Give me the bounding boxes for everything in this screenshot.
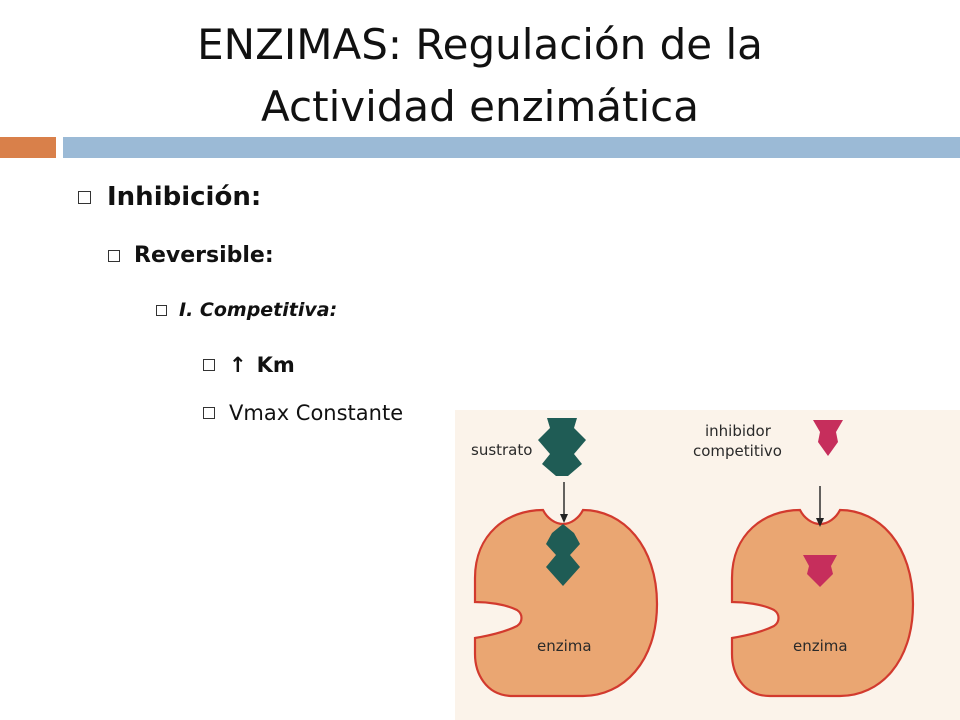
- accent-bar-blue: [63, 137, 960, 158]
- up-arrow-icon: ↑: [229, 353, 247, 377]
- bullet-text: Reversible:: [134, 243, 274, 268]
- title-line-2: Actividad enzimática: [261, 82, 699, 131]
- arrowhead-right: [816, 518, 824, 527]
- competitive-inhibition-figure: sustrato enzima inhibidor competitivo en…: [455, 410, 960, 720]
- label-enzima-right: enzima: [793, 637, 848, 655]
- bullet-text: Vmax Constante: [229, 401, 404, 425]
- label-inhibidor-line1: inhibidor: [705, 422, 772, 440]
- label-inhibidor-line2: competitivo: [693, 442, 782, 460]
- square-bullet-icon: [78, 190, 91, 204]
- square-bullet-icon: [156, 304, 167, 316]
- bullet-inhibicion: Inhibición:: [78, 182, 261, 212]
- bullet-competitiva: I. Competitiva:: [156, 299, 337, 321]
- label-sustrato: sustrato: [471, 441, 532, 459]
- bullet-vmax: Vmax Constante: [203, 401, 403, 425]
- bullet-text: Km: [256, 353, 295, 377]
- enzyme-diagram: sustrato enzima inhibidor competitivo en…: [455, 410, 960, 720]
- inhibitor-in-enzyme: [803, 555, 837, 587]
- arrowhead-left: [560, 514, 568, 523]
- inhibitor-shape-top: [813, 420, 843, 456]
- enzyme-shape-left: [473, 508, 659, 698]
- substrate-shape-top: [538, 418, 586, 476]
- square-bullet-icon: [108, 249, 120, 262]
- substrate-in-enzyme: [546, 524, 580, 586]
- bullet-text: Inhibición:: [107, 182, 262, 212]
- label-enzima-left: enzima: [537, 637, 592, 655]
- square-bullet-icon: [203, 359, 215, 371]
- bullet-km: ↑ Km: [203, 353, 295, 377]
- title-line-1: ENZIMAS: Regulación de la: [197, 20, 763, 69]
- slide-title: ENZIMAS: Regulación de la Actividad enzi…: [0, 14, 960, 138]
- bullet-reversible: Reversible:: [108, 243, 274, 268]
- enzyme-shape-right: [730, 508, 915, 698]
- bullet-text: I. Competitiva:: [179, 299, 338, 321]
- square-bullet-icon: [203, 407, 215, 419]
- accent-bar-orange: [0, 137, 56, 158]
